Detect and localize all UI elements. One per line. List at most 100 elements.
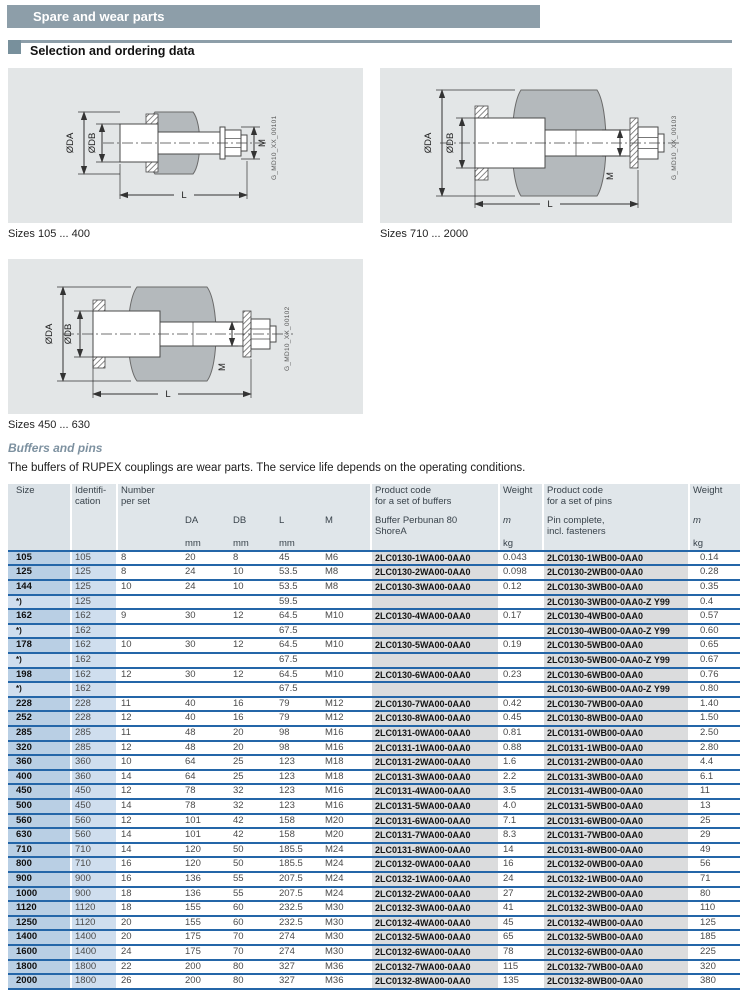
col-header-weight: Weight xyxy=(688,484,740,514)
figure-sizes-105-400: ØDA ØDB M L G_MD10_XX_00101 Sizes 105 ..… xyxy=(8,68,363,241)
cell-num xyxy=(116,623,180,640)
cell-da: 120 xyxy=(180,842,228,859)
col-header-identification: Identifi- cation xyxy=(70,484,116,514)
cell-num: 10 xyxy=(116,638,180,655)
cell-da xyxy=(180,594,228,611)
figure-caption: Sizes 105 ... 400 xyxy=(8,228,90,240)
dim-label-db: ØDB xyxy=(445,133,456,154)
cell-buffer_code: 2LC0132-1WA00-0AA0 xyxy=(370,871,498,888)
cell-size: 800 xyxy=(8,857,70,873)
cell-db: 60 xyxy=(228,901,274,917)
cell-pin_code: 2LC0130-6WB00-0AA0 xyxy=(542,667,688,684)
cell-db: 10 xyxy=(228,580,274,596)
cell-da: 120 xyxy=(180,857,228,873)
col-header-pin-code: Product code for a set of pins xyxy=(542,484,688,514)
cell-da: 78 xyxy=(180,798,228,815)
cell-l: 123 xyxy=(274,798,320,815)
cell-id: 450 xyxy=(70,784,116,800)
col-unit xyxy=(542,537,688,552)
cell-db: 12 xyxy=(228,667,274,684)
cell-pin_code: 2LC0130-8WB00-0AA0 xyxy=(542,711,688,727)
cell-pin_weight: 380 xyxy=(688,974,740,990)
cell-size: *) xyxy=(8,623,70,640)
cell-da xyxy=(180,653,228,669)
cell-buffer_code: 2LC0130-5WA00-0AA0 xyxy=(370,638,498,655)
cell-num: 11 xyxy=(116,696,180,713)
cell-id: 360 xyxy=(70,755,116,771)
cell-id: 125 xyxy=(70,580,116,596)
cell-id: 285 xyxy=(70,740,116,757)
cell-pin_weight: 0.35 xyxy=(688,580,740,596)
cell-l: 45 xyxy=(274,550,320,567)
cell-pin_weight: 125 xyxy=(688,915,740,932)
cell-da: 200 xyxy=(180,959,228,976)
cell-buffer_weight: 0.043 xyxy=(498,550,542,567)
cell-db: 20 xyxy=(228,726,274,742)
cell-buffer_code: 2LC0132-5WA00-0AA0 xyxy=(370,930,498,946)
cell-size: *) xyxy=(8,653,70,669)
cell-l: 98 xyxy=(274,740,320,757)
cell-buffer_code: 2LC0131-0WA00-0AA0 xyxy=(370,726,498,742)
cell-buffer_weight: 4.0 xyxy=(498,798,542,815)
dim-label-m: M xyxy=(217,363,228,371)
cell-da: 48 xyxy=(180,740,228,757)
cell-id: 285 xyxy=(70,726,116,742)
cell-m: M16 xyxy=(320,784,370,800)
cell-buffer_code: 2LC0131-3WA00-0AA0 xyxy=(370,769,498,786)
figure-caption: Sizes 450 ... 630 xyxy=(8,419,90,431)
cell-da: 64 xyxy=(180,769,228,786)
cell-buffer_weight: 27 xyxy=(498,886,542,903)
cell-id: 1800 xyxy=(70,959,116,976)
cell-l: 67.5 xyxy=(274,682,320,698)
cell-num: 14 xyxy=(116,769,180,786)
cell-pin_code: 2LC0130-6WB00-0AA0-Z Y99 xyxy=(542,682,688,698)
cell-pin_weight: 2.80 xyxy=(688,740,740,757)
cell-buffer_code: 2LC0130-2WA00-0AA0 xyxy=(370,565,498,582)
cell-m: M24 xyxy=(320,857,370,873)
figure-sizes-450-630: ØDA ØDB M L G_MD10_XX_00102 Sizes 450 ..… xyxy=(8,259,363,432)
cell-l: 327 xyxy=(274,974,320,990)
cell-l: 59.5 xyxy=(274,594,320,611)
section-bullet-square xyxy=(8,40,21,54)
cell-buffer_weight xyxy=(498,623,542,640)
cell-pin_code: 2LC0131-0WB00-0AA0 xyxy=(542,726,688,742)
cell-l: 67.5 xyxy=(274,623,320,640)
cell-da: 30 xyxy=(180,609,228,625)
cell-buffer_weight: 0.23 xyxy=(498,667,542,684)
cell-db: 50 xyxy=(228,842,274,859)
cell-buffer_weight: 0.17 xyxy=(498,609,542,625)
cell-buffer_weight: 0.12 xyxy=(498,580,542,596)
cell-id: 162 xyxy=(70,609,116,625)
cell-l: 79 xyxy=(274,696,320,713)
figure-code: G_MD10_XX_00103 xyxy=(671,115,678,180)
col-header-buffer-code: Product code for a set of buffers xyxy=(370,484,498,514)
cell-num: 12 xyxy=(116,711,180,727)
cell-size: 105 xyxy=(8,550,70,567)
cell-buffer_weight: 0.42 xyxy=(498,696,542,713)
technical-drawing-large: ØDA ØDB M L G_MD10_XX_00103 xyxy=(380,68,732,223)
col-header-spacer xyxy=(180,484,228,514)
cell-buffer_code: 2LC0131-4WA00-0AA0 xyxy=(370,784,498,800)
cell-da xyxy=(180,682,228,698)
cell-pin_weight: 11 xyxy=(688,784,740,800)
section-title: Selection and ordering data xyxy=(30,44,195,58)
cell-l: 185.5 xyxy=(274,842,320,859)
cell-pin_code: 2LC0130-3WB00-0AA0-Z Y99 xyxy=(542,594,688,611)
col-subheader-db: DB xyxy=(228,514,274,538)
figure-code: G_MD10_XX_00101 xyxy=(271,115,278,180)
cell-size: 198 xyxy=(8,667,70,684)
section-rule xyxy=(8,40,732,43)
cell-pin_weight: 4.4 xyxy=(688,755,740,771)
cell-size: 125 xyxy=(8,565,70,582)
cell-da: 155 xyxy=(180,915,228,932)
cell-buffer_weight xyxy=(498,594,542,611)
